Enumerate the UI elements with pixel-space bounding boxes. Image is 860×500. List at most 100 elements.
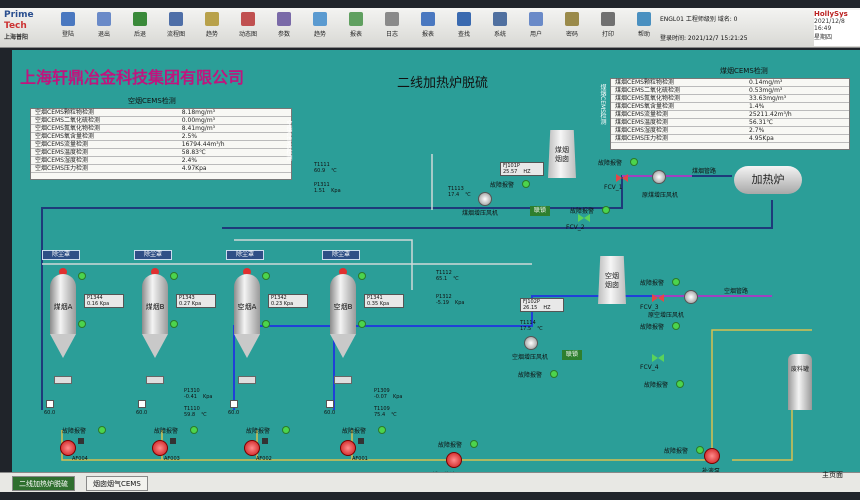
freq-id: FJ102P: [523, 299, 540, 305]
fan-2[interactable]: [244, 440, 260, 456]
control-valve-0[interactable]: [616, 174, 628, 182]
toolbar-button-9[interactable]: 日志: [380, 10, 404, 46]
vessel-label: 空烟B: [333, 303, 353, 311]
cems-row-value: 8.18mg/m³: [181, 109, 216, 116]
status-lamp-0: [78, 272, 86, 280]
fan-1[interactable]: [152, 440, 168, 456]
cems-row-name: 空烟CEMS温度检测: [35, 149, 88, 156]
motor-mark-3: [358, 438, 364, 444]
heating-furnace[interactable]: 加热炉: [734, 166, 802, 194]
vessel-top-cap: [339, 268, 347, 276]
fault-text-2: 故障报警: [246, 428, 271, 435]
header-button-1[interactable]: 除尘罩: [134, 250, 172, 260]
freq-id: FJ101P: [503, 163, 520, 169]
vessel-1[interactable]: 煤烟B: [142, 268, 168, 364]
toolbar-button-16[interactable]: 帮助: [632, 10, 656, 46]
tab-chimney-cems[interactable]: 烟囱烟气CEMS: [86, 476, 148, 491]
air-raw-fan[interactable]: [684, 290, 698, 304]
fan-name-2: AF002: [256, 456, 272, 462]
params-icon: [277, 12, 291, 26]
control-valve-2[interactable]: [652, 294, 664, 302]
cems-row-name: 空烟CEMS二氧化硫检测: [35, 117, 100, 124]
fault-text-x6: 故障报警: [644, 382, 669, 389]
waste-tank[interactable]: 废料罐: [788, 354, 812, 410]
toolbar-button-13[interactable]: 用户: [524, 10, 548, 46]
toolbar-button-14[interactable]: 密码: [560, 10, 584, 46]
air-boost-fan[interactable]: [524, 336, 538, 350]
toolbar-button-label: 报表: [349, 31, 362, 38]
toolbar-button-3[interactable]: 流程图: [164, 10, 188, 46]
coal-chimney[interactable]: 煤烟 烟囱: [548, 130, 576, 178]
toolbar-button-1[interactable]: 退出: [92, 10, 116, 46]
header-button-0[interactable]: 除尘罩: [42, 250, 80, 260]
cems-row-name: 煤烟CEMS氧含量检测: [615, 103, 674, 110]
coal-raw-fan[interactable]: [652, 170, 666, 184]
toolbar-button-5[interactable]: 动态图: [236, 10, 260, 46]
pressure-value: 0.23 Kpa: [271, 301, 294, 307]
toolbar-button-12[interactable]: 系统: [488, 10, 512, 46]
reading-unit: ℃: [331, 168, 337, 174]
toolbar-button-6[interactable]: 参数: [272, 10, 296, 46]
fault-text-x3: 故障报警: [640, 280, 665, 287]
circulation-pump[interactable]: [446, 452, 462, 468]
fan-3[interactable]: [340, 440, 356, 456]
process-diagram: 上海轩鼎冶金科技集团有限公司 二线加热炉脱硫 空烟CEMS检测 空烟CEMS颗粒…: [12, 50, 860, 472]
toolbar-button-label: 趋势: [313, 31, 326, 38]
toolbar-button-7[interactable]: 趋势: [308, 10, 332, 46]
vessel-3[interactable]: 空烟B: [330, 268, 356, 364]
toolbar-button-4[interactable]: 趋势: [200, 10, 224, 46]
toolbar-button-8[interactable]: 报表: [344, 10, 368, 46]
makeup-pump[interactable]: [704, 448, 720, 464]
vessel-0[interactable]: 煤烟A: [50, 268, 76, 364]
toolbar-button-label: 帮助: [637, 31, 650, 38]
air-chimney[interactable]: 空烟 烟囱: [598, 256, 626, 304]
reading-id: P1312: [436, 294, 452, 300]
cems-row-name: 煤烟CEMS颗粒物检测: [615, 79, 674, 86]
report-icon: [349, 12, 363, 26]
fan-0[interactable]: [60, 440, 76, 456]
freq-num: 26.15: [523, 305, 538, 311]
toolbar-button-10[interactable]: 报表: [416, 10, 440, 46]
fault-lamp-x1: [522, 180, 530, 188]
fan-name-0: AF004: [72, 456, 88, 462]
cems-row-name: 空烟CEMS压力检测: [35, 165, 88, 172]
fault-lamp-x6: [676, 380, 684, 388]
cems-row-name: 空烟CEMS氮氧化物检测: [35, 125, 100, 132]
back-icon: [133, 12, 147, 26]
control-valve-1[interactable]: [578, 214, 590, 222]
main-page-button[interactable]: 主页面: [822, 471, 843, 479]
vessel-2[interactable]: 空烟A: [234, 268, 260, 364]
control-valve-3[interactable]: [652, 354, 664, 362]
header-button-2[interactable]: 除尘罩: [226, 250, 264, 260]
cems-row-name: 煤烟CEMS氮氧化物检测: [615, 95, 680, 102]
reading-value: 1.51: [314, 188, 326, 194]
cems-row-value: 4.95Kpa: [749, 135, 774, 142]
fault-lamp-3: [378, 426, 386, 434]
air-interlock-button[interactable]: 联锁: [562, 350, 582, 360]
pressure-value: 0.16 Kpa: [87, 301, 110, 307]
coal-boost-fan[interactable]: [478, 192, 492, 206]
toolbar-button-label: 打印: [601, 31, 614, 38]
tab-desulfurization[interactable]: 二线加热炉脱硫: [12, 476, 75, 491]
bottom-tab-bar: 二线加热炉脱硫 烟囱烟气CEMS: [0, 472, 860, 492]
air-pipe-label: 空烟管路: [724, 288, 749, 295]
toolbar-button-15[interactable]: 打印: [596, 10, 620, 46]
valve-half: [658, 294, 664, 302]
vessel-label: 空烟A: [237, 303, 257, 311]
toolbar-button-0[interactable]: 登陆: [56, 10, 80, 46]
toolbar-button-11[interactable]: 查找: [452, 10, 476, 46]
status-lamp-b-0: [78, 320, 86, 328]
fan-level-1: 60.0: [136, 410, 148, 416]
valve-label-2: FCV_3: [640, 304, 659, 311]
toolbar-button-2[interactable]: 后退: [128, 10, 152, 46]
coal-interlock-button[interactable]: 联锁: [530, 206, 550, 216]
cems-row-value: 0.14mg/m³: [749, 79, 783, 86]
status-lamp-1: [170, 272, 178, 280]
header-button-3[interactable]: 除尘罩: [322, 250, 360, 260]
log-icon: [385, 12, 399, 26]
